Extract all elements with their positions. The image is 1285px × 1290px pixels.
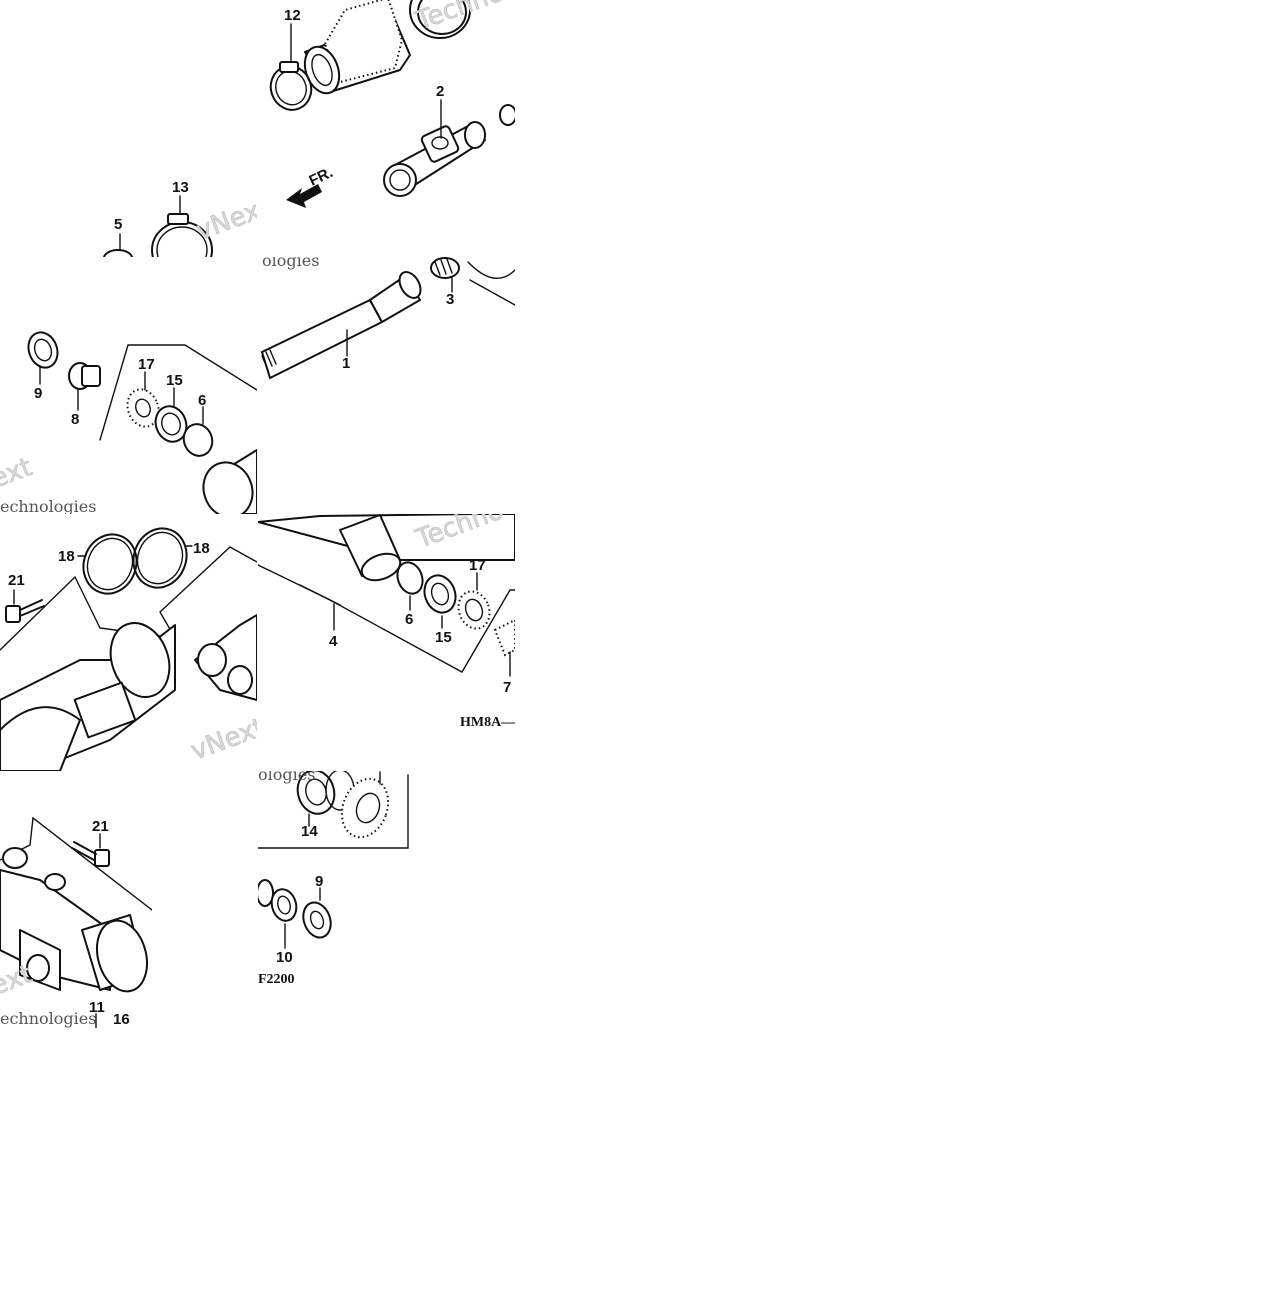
tile-swingarm-end: 21 11 16 ext echnologies xyxy=(0,816,152,1028)
callout-17-a: 17 xyxy=(138,356,155,373)
svg-text:ologies: ologies xyxy=(258,765,315,784)
swingarm-end-body xyxy=(0,847,111,991)
callout-13: 13 xyxy=(172,179,189,196)
tile-bearings-left: 9 8 17 15 6 ext echnologies xyxy=(0,331,257,516)
seal-large xyxy=(340,777,390,839)
svg-text:vNext Tec: vNext Tec xyxy=(187,695,316,766)
callout-6-b: 6 xyxy=(405,611,413,628)
callout-18-b: 18 xyxy=(193,540,210,557)
seal-9 xyxy=(27,331,59,369)
callout-21-a: 21 xyxy=(8,572,25,589)
callout-9: 9 xyxy=(34,385,42,402)
bearing-17-a xyxy=(126,388,160,428)
tile-boot-joint: 12 2 FR. Techno xyxy=(269,0,515,208)
tile-drive-shaft: 1 3 ologies xyxy=(261,251,515,379)
callout-16: 16 xyxy=(113,1011,130,1028)
pipe-end xyxy=(81,914,148,993)
nut-10 xyxy=(258,879,298,922)
reference-code-b: F2200 xyxy=(258,972,295,987)
callout-18-a: 18 xyxy=(58,548,75,565)
ring-6-a xyxy=(182,423,214,457)
swingarm-body xyxy=(0,614,257,771)
svg-text:echnologies: echnologies xyxy=(0,1009,96,1028)
svg-text:echnologies: echnologies xyxy=(0,497,96,516)
bolt-21-a xyxy=(5,599,45,623)
tile-bearings-lower: 14 10 9 F2200 ologies xyxy=(258,765,409,987)
swingarm-tube-end xyxy=(202,449,257,514)
svg-text:vNext Tec: vNext Tec xyxy=(192,175,321,246)
svg-text:ext: ext xyxy=(0,452,36,494)
bearing-17-b xyxy=(457,590,491,630)
cv-boot xyxy=(303,0,411,95)
seal-9-b xyxy=(302,901,332,939)
callout-1: 1 xyxy=(342,355,350,372)
callout-21-b: 21 xyxy=(92,818,109,835)
callout-9-b: 9 xyxy=(315,873,323,890)
callout-10: 10 xyxy=(276,949,293,966)
boot-band-large xyxy=(409,0,471,39)
front-direction-arrow: FR. xyxy=(286,164,336,208)
callout-14: 14 xyxy=(301,823,318,840)
callout-4: 4 xyxy=(329,633,338,650)
bearing-14 xyxy=(296,771,355,815)
callout-2: 2 xyxy=(436,83,444,100)
ring-6-b xyxy=(396,561,424,595)
spring xyxy=(430,257,460,279)
svg-text:ologies: ologies xyxy=(262,251,319,270)
tile-swingarm-left: 18 18 21 vNext Tec xyxy=(0,527,316,771)
drive-shaft xyxy=(261,271,422,379)
bearing-15-a xyxy=(154,405,188,443)
callout-17-b: 17 xyxy=(469,557,486,574)
callout-11: 11 xyxy=(89,999,105,1016)
callout-15-a: 15 xyxy=(166,372,183,389)
reference-code-a: HM8A— xyxy=(460,715,516,730)
callout-6-a: 6 xyxy=(198,392,206,409)
universal-joint xyxy=(383,104,515,197)
bearing-15-b xyxy=(423,574,457,614)
pipe-sleeve xyxy=(339,514,402,582)
callout-8: 8 xyxy=(71,411,79,428)
callout-3: 3 xyxy=(446,291,454,308)
svg-text:FR.: FR. xyxy=(307,164,336,190)
bolt-21-b xyxy=(71,841,110,867)
callout-5: 5 xyxy=(114,216,122,233)
tile-bearings-right: 6 15 17 4 7 HM8A— Techno xyxy=(258,514,516,730)
callout-12: 12 xyxy=(284,7,301,24)
boot-clamp-small xyxy=(269,61,313,111)
callout-7: 7 xyxy=(503,679,511,696)
boot-7 xyxy=(493,618,515,657)
collar-8 xyxy=(68,362,101,390)
callout-15-b: 15 xyxy=(435,629,452,646)
